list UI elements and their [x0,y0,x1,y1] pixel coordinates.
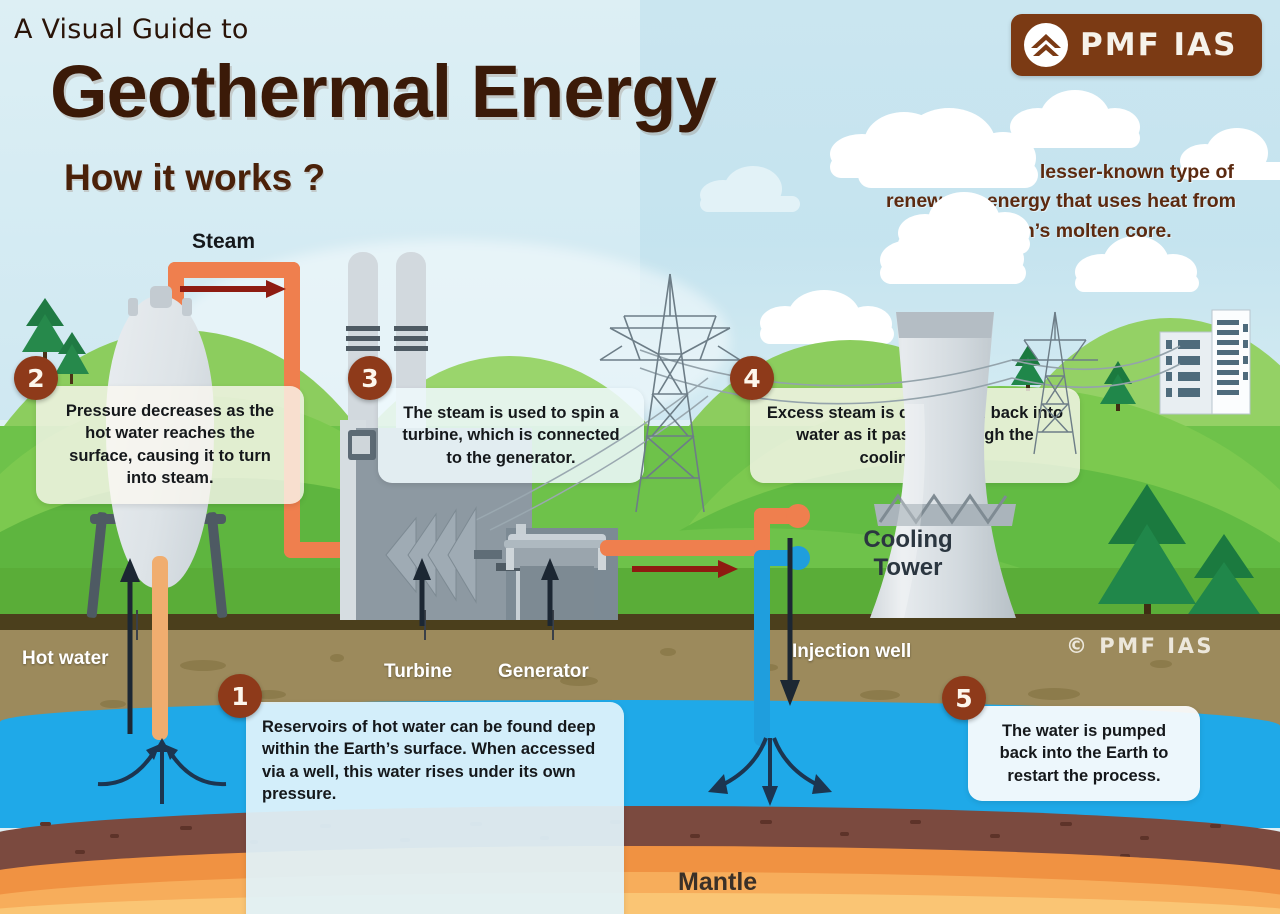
city-building-icon [1159,309,1251,415]
pmf-ias-logo[interactable]: PMF IAS [1011,14,1262,76]
generator-side-plate [598,548,606,570]
separator-nozzle [128,298,138,316]
turbine-pointer-arrow-icon [413,558,431,626]
steam-pipe-endcap [786,504,810,528]
turbine-label: Turbine [384,661,453,682]
badge-step-3: 3 [348,356,392,400]
transmission-pylon-icon [1012,311,1098,455]
soil-pebble [100,700,126,708]
plant-vent-inner [352,436,370,454]
callout-step-2: Pressure decreases as the hot water reac… [36,386,304,504]
callout-step-5: The water is pumped back into the Earth … [968,706,1200,802]
steam-label: Steam [192,230,256,253]
turbine-icon [385,506,502,604]
hot-water-up-arrow-icon [120,558,140,734]
stack-ring [394,336,428,341]
stack-ring [394,326,428,331]
callout-step-3-text: The steam is used to spin a turbine, whi… [402,404,620,467]
separator-nozzle [182,298,192,316]
injection-well-pipe [754,550,770,746]
stack-ring [346,346,380,351]
production-well-pipe [152,556,168,740]
callout-step-5-text: The water is pumped back into the Earth … [999,722,1169,785]
power-lines [639,345,1181,405]
badge-step-5: 5 [942,676,986,720]
soil-pebble [560,676,598,686]
badge-step-1: 1 [218,674,262,718]
soil-pebble [180,660,226,671]
callout-step-3: The steam is used to spin a turbine, whi… [378,388,644,484]
stack-ring [346,336,380,341]
generator-label-leader [552,610,554,640]
generator-rail [504,540,610,548]
page-title: Geothermal Energy [50,50,717,133]
steam-flow-arrow-icon [180,280,286,298]
cooling-tower-label-line2: Tower [873,554,943,582]
reservoir-inflow-arrows-icon [97,738,227,804]
pine-tree-icon [1100,361,1136,411]
cooling-tower-label: Cooling Tower [848,526,968,583]
steam-outlet-pipe [600,540,770,556]
pine-tree-icon [55,332,89,384]
soil-pebble [330,654,344,662]
cooling-tower-label-line1: Cooling [863,526,953,553]
stack-ring [346,326,380,331]
badge-step-2: 2 [14,356,58,400]
callout-step-1-text: Reservoirs of hot water can be found dee… [262,718,596,804]
generator-pointer-arrow-icon [541,558,559,626]
steam-pipe-horizontal-top [168,262,300,278]
pine-tree-icon [1098,484,1196,622]
page-kicker: A Visual Guide to [14,14,249,45]
generator-body [520,566,594,620]
callout-step-1: Reservoirs of hot water can be found dee… [246,702,624,914]
logo-text: PMF IAS [1080,27,1238,63]
generator-label: Generator [498,661,589,682]
callout-step-2-text: Pressure decreases as the hot water reac… [65,402,275,488]
turbine-label-leader [424,610,426,640]
stack-ring [394,346,428,351]
condenser-flow-arrow-icon [632,560,738,578]
soil-pebble [1150,660,1172,668]
hot-water-label: Hot water [22,648,109,669]
badge-step-4: 4 [730,356,774,400]
watermark-credit: © PMF IAS [1066,634,1214,658]
page-subtitle: How it works ? [64,157,326,198]
soil-pebble [860,690,900,700]
injection-down-arrow-icon [780,538,800,706]
soil-pebble [1028,688,1080,700]
cooling-tower-icon [870,312,1016,618]
generator-housing [514,548,600,568]
generator-side-plate [506,548,514,570]
soil-pebble [252,690,286,699]
pine-tree-icon [1011,345,1045,391]
soil-pebble [660,648,676,656]
hotwater-label-leader [136,610,138,640]
transmission-pylon-icon [599,273,741,513]
separator-neck [150,286,172,308]
power-lines [475,377,709,531]
injection-spread-arrows-icon [708,737,832,806]
mantle-label: Mantle [678,868,758,896]
injection-well-label: Injection well [792,641,912,662]
mountain-chevron-icon [1024,23,1068,67]
